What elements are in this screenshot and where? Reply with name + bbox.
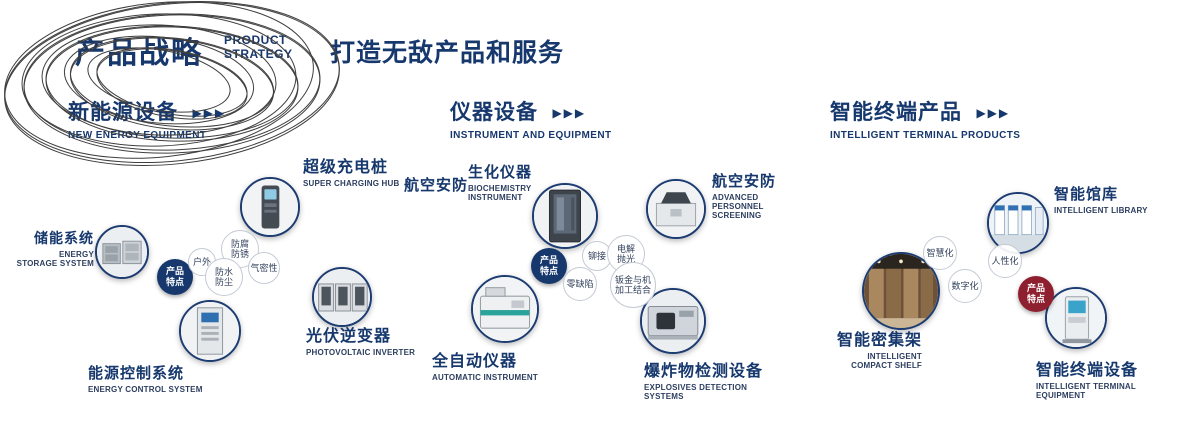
explosives-detection-image (642, 290, 704, 352)
header-title-en-line2: STRATEGY (224, 47, 293, 61)
aviation-security-image (648, 181, 704, 237)
energy-control-node (179, 300, 241, 362)
pv-inverter-node (312, 267, 372, 327)
aviation-security-node (646, 179, 706, 239)
header-title-en: PRODUCT STRATEGY (224, 33, 292, 61)
super-charger-image (242, 179, 298, 235)
triple-arrow-icon: ▶▶▶ (192, 106, 227, 120)
product-features-badge: 产品特点 (1018, 276, 1054, 312)
section-title-en: INTELLIGENT TERMINAL PRODUCTS (830, 130, 1021, 141)
triple-arrow-icon: ▶▶▶ (976, 106, 1011, 120)
explosives-detection-node (640, 288, 706, 354)
super-charger-node (240, 177, 300, 237)
label-terminal-equipment: 智能终端设备 INTELLIGENT TERMINAL EQUIPMENT (1036, 362, 1139, 400)
energy-control-image (181, 302, 239, 360)
intelligent-library-image (989, 194, 1047, 252)
label-compact-shelf: 智能密集架 INTELLIGENT COMPACT SHELF (836, 332, 922, 370)
section-title-en: NEW ENERGY EQUIPMENT (68, 130, 207, 141)
automatic-instrument-node (471, 275, 539, 343)
label-automatic-instrument: 全自动仪器 AUTOMATIC INSTRUMENT (432, 353, 538, 382)
feature-tag: 气密性 (248, 252, 280, 284)
feature-tag: 零缺陷 (563, 267, 597, 301)
feature-tag: 数字化 (948, 269, 982, 303)
feature-tag: 钣金与机加工结合 (610, 262, 656, 308)
compact-shelf-node (862, 252, 940, 330)
feature-tag: 人性化 (988, 244, 1022, 278)
label-pv-inverter: 光伏逆变器 PHOTOVOLTAIC INVERTER (306, 328, 416, 357)
label-energy-storage: 储能系统 ENERGY STORAGE SYSTEM (16, 230, 94, 268)
terminal-equipment-image (1047, 289, 1105, 347)
automatic-instrument-image (473, 277, 537, 341)
terminal-equipment-node (1045, 287, 1107, 349)
label-aviation-security-right: 航空安防 ADVANCED PERSONNEL SCREENING (712, 173, 777, 220)
section-title-cn: 仪器设备 (450, 101, 538, 124)
header-slogan: 打造无敌产品和服务 (330, 39, 565, 67)
energy-storage-node (95, 225, 149, 279)
section-title-instrument: 仪器设备 ▶▶▶ INSTRUMENT AND EQUIPMENT (450, 96, 611, 141)
label-biochemistry: 生化仪器 BIOCHEMISTRY INSTRUMENT (468, 164, 533, 202)
label-explosives-detection: 爆炸物检测设备 EXPLOSIVES DETECTION SYSTEMS (644, 363, 764, 401)
triple-arrow-icon: ▶▶▶ (552, 106, 587, 120)
label-super-charger: 超级充电桩 SUPER CHARGING HUB (303, 159, 400, 188)
feature-tag: 防水防尘 (205, 258, 243, 296)
pv-inverter-image (314, 269, 370, 325)
intelligent-library-node (987, 192, 1049, 254)
section-title-en: INSTRUMENT AND EQUIPMENT (450, 130, 612, 141)
section-title-cn: 智能终端产品 (830, 101, 962, 124)
product-features-badge: 产品特点 (157, 259, 193, 295)
energy-storage-image (97, 227, 147, 277)
section-title-intelligent: 智能终端产品 ▶▶▶ INTELLIGENT TERMINAL PRODUCTS (830, 96, 1020, 141)
label-intelligent-library: 智能馆库 INTELLIGENT LIBRARY (1054, 186, 1148, 215)
orbit-rings-intelligent (4, 1, 314, 159)
label-energy-control: 能源控制系统 ENERGY CONTROL SYSTEM (88, 365, 203, 394)
product-features-badge: 产品特点 (531, 248, 567, 284)
label-aviation-security-left: 航空安防 (404, 177, 469, 194)
biochemistry-node (532, 183, 598, 249)
compact-shelf-image (864, 254, 938, 328)
biochemistry-image (534, 185, 596, 247)
feature-tag: 智慧化 (923, 236, 957, 270)
